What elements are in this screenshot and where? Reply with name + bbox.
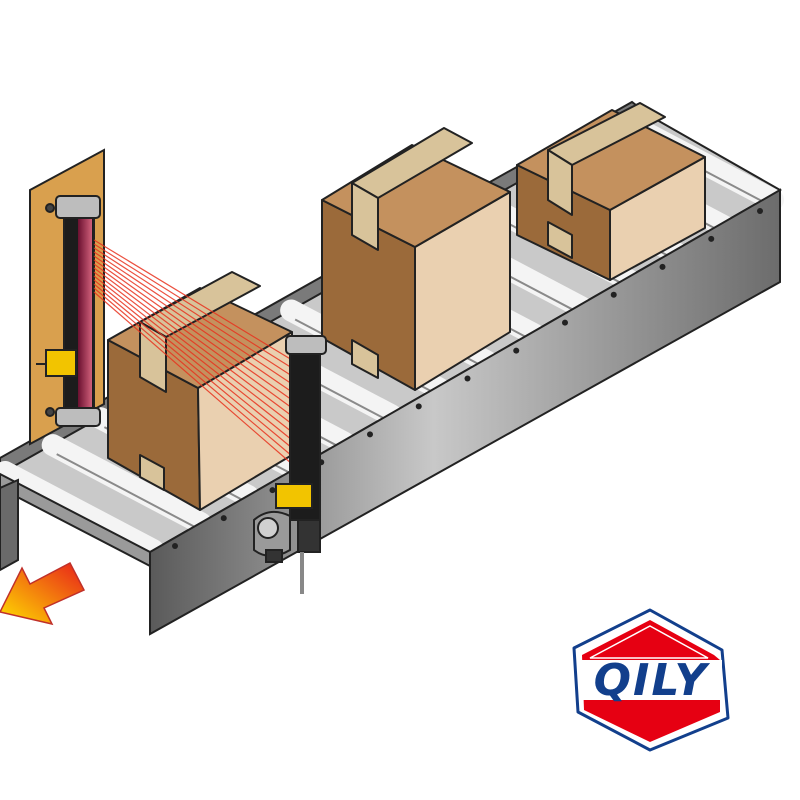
- light-beam: [93, 255, 293, 393]
- rail-end-left: [0, 478, 19, 572]
- rail-hole: [708, 235, 715, 242]
- light-beam: [93, 275, 293, 433]
- roller: [0, 461, 164, 561]
- roller-shadow: [56, 453, 206, 533]
- rail-hole: [415, 403, 422, 410]
- rail-hole: [464, 375, 471, 382]
- direction-arrow-icon: [0, 561, 86, 626]
- qily-logo: QILY: [572, 608, 730, 752]
- light-beam: [93, 279, 293, 441]
- box-back: [516, 102, 706, 281]
- rail-end: [0, 472, 151, 568]
- rail-hole: [367, 431, 373, 438]
- emitter-assembly: [29, 148, 105, 446]
- rail-hole: [269, 487, 276, 494]
- light-beam: [93, 239, 293, 361]
- rail-hole: [757, 208, 763, 214]
- light-beam: [93, 243, 293, 369]
- light-beam: [93, 267, 293, 417]
- light-beam: [93, 263, 293, 409]
- rail-hole: [562, 319, 568, 326]
- light-beam: [93, 291, 293, 465]
- receiver-sensor: [275, 483, 313, 509]
- light-beam: [93, 287, 293, 457]
- light-beam: [93, 259, 293, 401]
- rail-hole: [659, 263, 666, 270]
- logo-text: QILY: [594, 655, 711, 706]
- rail-hole: [220, 515, 227, 522]
- rail-hole: [513, 347, 520, 354]
- rail-hole: [172, 543, 178, 549]
- light-beam: [93, 271, 293, 425]
- rail-hole: [610, 291, 617, 298]
- light-beam: [93, 251, 293, 385]
- light-beams: [93, 239, 293, 465]
- light-beam: [93, 283, 293, 449]
- light-beam: [93, 247, 293, 377]
- roller: [41, 434, 212, 535]
- receiver-assembly: [253, 335, 327, 594]
- emitter-sensor: [45, 349, 77, 377]
- box-middle: [321, 127, 511, 391]
